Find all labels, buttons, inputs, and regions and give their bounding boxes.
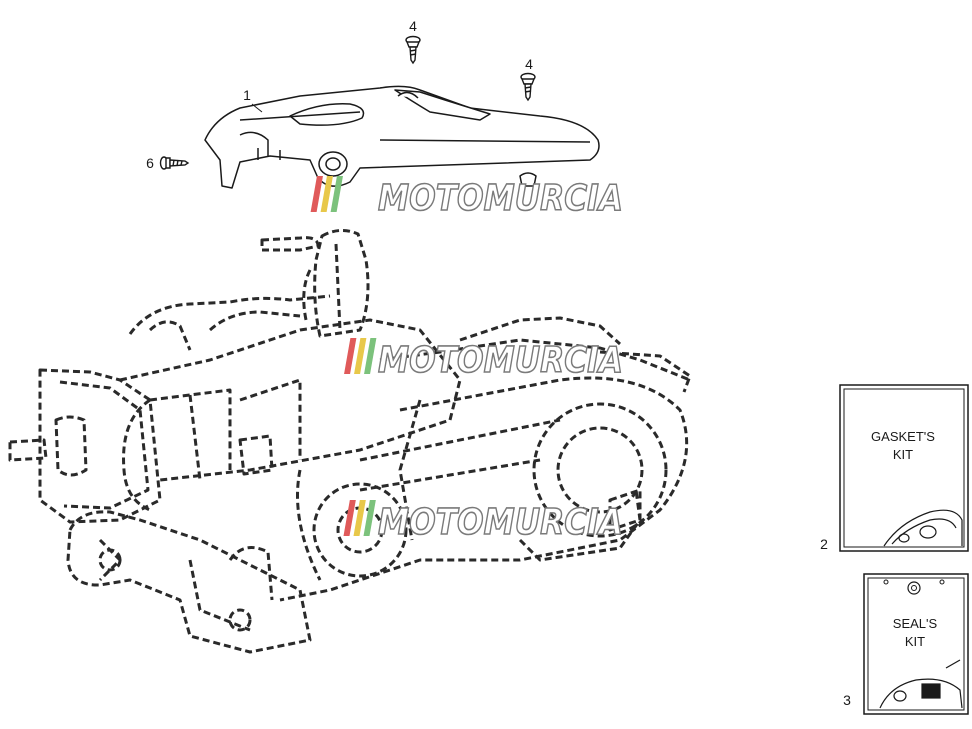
seal-ring-sketch xyxy=(907,581,921,595)
watermark-top: MOTOMURCIA xyxy=(310,176,624,220)
watermark-bottom: MOTOMURCIA xyxy=(343,500,624,544)
seals-kit-line2: KIT xyxy=(905,634,925,649)
screw-4-right xyxy=(520,72,536,102)
callout-1-label: 1 xyxy=(243,87,251,103)
engine-block-outline xyxy=(8,229,692,654)
seals-kit-box: SEAL'S KIT xyxy=(863,573,969,715)
watermark-text-top: MOTOMURCIA xyxy=(378,178,623,219)
callout-3-label: 3 xyxy=(843,692,851,708)
gasket-sketch xyxy=(883,509,963,547)
callout-6-label: 6 xyxy=(146,155,154,171)
callout-4-right-label: 4 xyxy=(525,56,533,72)
callout-4-top-label: 4 xyxy=(409,18,417,34)
engine-cover-part xyxy=(204,85,600,189)
callout-2-label: 2 xyxy=(820,536,828,552)
gaskets-kit-box: GASKET'S KIT xyxy=(839,384,969,552)
watermark-text-middle: MOTOMURCIA xyxy=(378,340,623,381)
watermark-middle: MOTOMURCIA xyxy=(344,338,624,382)
seals-kit-line1: SEAL'S xyxy=(893,616,938,631)
watermark-text-bottom: MOTOMURCIA xyxy=(378,502,623,543)
callout-1-leader xyxy=(251,103,263,113)
seal-sketch xyxy=(879,659,963,709)
gaskets-kit-line2: KIT xyxy=(893,447,913,462)
screw-6 xyxy=(159,156,190,170)
screw-4-top xyxy=(405,35,421,65)
gaskets-kit-line1: GASKET'S xyxy=(871,429,935,444)
